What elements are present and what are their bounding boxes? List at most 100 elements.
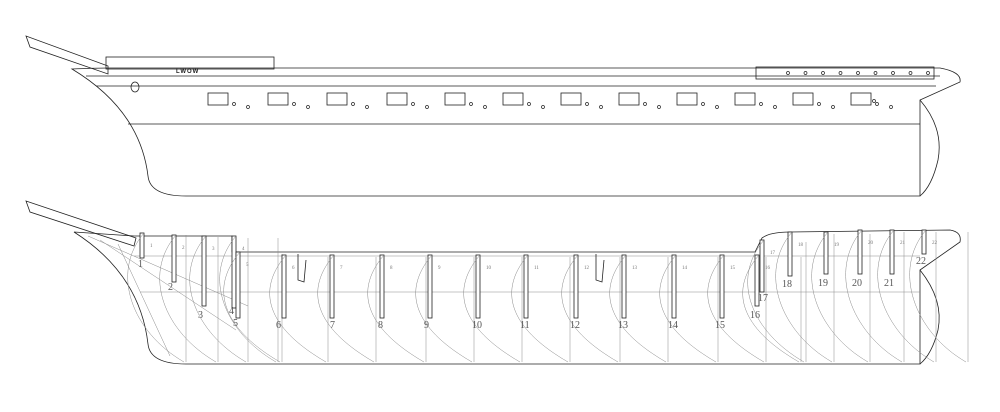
port-bolt bbox=[715, 105, 719, 109]
frame-section-curve bbox=[659, 254, 717, 363]
frame-stanchion bbox=[857, 229, 863, 275]
station-number: 21 bbox=[884, 278, 894, 289]
gun-port bbox=[792, 92, 814, 106]
poop-window bbox=[908, 71, 913, 75]
port-bolt bbox=[585, 102, 589, 106]
frame-section-curve bbox=[775, 231, 833, 363]
port-bolt bbox=[425, 105, 429, 109]
station-number: 5 bbox=[233, 318, 238, 329]
frame-stanchion bbox=[171, 234, 177, 283]
port-bolt bbox=[817, 102, 821, 106]
station-minor-label: 8 bbox=[390, 266, 393, 271]
station-minor-label: 21 bbox=[900, 241, 906, 246]
port-bolt bbox=[351, 102, 355, 106]
profile-hull bbox=[70, 67, 961, 197]
gun-port bbox=[207, 92, 229, 106]
port-bolt bbox=[469, 102, 473, 106]
poop-window bbox=[856, 71, 860, 75]
port-bolt bbox=[889, 105, 893, 109]
port-bolt bbox=[306, 105, 310, 109]
station-number: 12 bbox=[570, 320, 580, 331]
frame-section-curve bbox=[707, 254, 765, 363]
gun-port bbox=[502, 92, 524, 106]
profile-forecastle bbox=[105, 56, 275, 70]
station-minor-label: 12 bbox=[584, 266, 590, 271]
station-number: 11 bbox=[520, 320, 530, 331]
frame-stanchion bbox=[754, 254, 760, 307]
frame-stanchion bbox=[427, 254, 433, 319]
station-number: 22 bbox=[916, 256, 926, 267]
frame-stanchion bbox=[719, 254, 725, 319]
station-minor-label: 11 bbox=[534, 266, 539, 271]
station-number: 4 bbox=[229, 306, 234, 317]
frame-stanchion bbox=[139, 232, 145, 259]
gun-port bbox=[618, 92, 640, 106]
frame-section-curve bbox=[189, 235, 247, 363]
frame-stanchion bbox=[523, 254, 529, 319]
station-minor-label: 7 bbox=[340, 266, 343, 271]
poop-window bbox=[873, 71, 878, 75]
gun-port bbox=[444, 92, 466, 106]
gun-port bbox=[734, 92, 756, 106]
port-bolt bbox=[599, 105, 603, 109]
station-number: 16 bbox=[750, 310, 760, 321]
gun-port bbox=[267, 92, 289, 106]
station-number: 9 bbox=[424, 320, 429, 331]
frame-section-curve bbox=[269, 254, 327, 363]
frame-section-curve bbox=[742, 254, 800, 363]
frame-section-curve bbox=[561, 254, 619, 363]
port-bolt bbox=[875, 102, 879, 106]
port-bolt bbox=[411, 102, 415, 106]
port-bolt bbox=[483, 105, 487, 109]
profile-view: LWOW bbox=[25, 35, 961, 197]
frame-section-curve bbox=[845, 229, 903, 363]
frame-stanchion bbox=[329, 254, 335, 319]
station-minor-label: 22 bbox=[932, 241, 938, 246]
poop-window bbox=[786, 71, 790, 75]
deck-notch bbox=[595, 254, 605, 283]
station-minor-label: 3 bbox=[212, 247, 215, 252]
frame-stanchion bbox=[823, 231, 829, 275]
frame-stanchion bbox=[201, 235, 207, 307]
station-minor-label: 15 bbox=[730, 266, 736, 271]
frame-section-curve bbox=[511, 254, 569, 363]
frame-stanchion bbox=[281, 254, 287, 319]
port-bolt bbox=[232, 102, 236, 106]
station-number: 13 bbox=[618, 320, 628, 331]
station-minor-label: 2 bbox=[182, 246, 185, 251]
poop-window bbox=[838, 71, 843, 75]
station-number: 17 bbox=[758, 293, 768, 304]
station-number: 18 bbox=[782, 279, 792, 290]
port-bolt bbox=[541, 105, 545, 109]
gun-port bbox=[676, 92, 698, 106]
station-number: 1 bbox=[138, 259, 143, 270]
frame-stanchion bbox=[573, 254, 579, 319]
frame-bowsprit bbox=[25, 200, 137, 247]
frame-stanchion bbox=[759, 239, 765, 293]
frame-stanchion bbox=[671, 254, 677, 319]
frame-stern bbox=[919, 269, 940, 365]
gun-port bbox=[560, 92, 582, 106]
station-number: 20 bbox=[852, 278, 862, 289]
poop-window bbox=[821, 71, 825, 75]
station-number: 2 bbox=[168, 282, 173, 293]
frame-stanchion bbox=[379, 254, 385, 319]
port-bolt bbox=[246, 105, 250, 109]
frame-section-curve bbox=[317, 254, 375, 363]
station-number: 19 bbox=[818, 278, 828, 289]
port-bolt bbox=[831, 105, 835, 109]
station-minor-label: 13 bbox=[632, 266, 638, 271]
poop-window bbox=[803, 71, 808, 75]
frame-stanchion bbox=[235, 251, 241, 319]
frame-stanchion bbox=[231, 235, 237, 309]
deck-notch bbox=[297, 254, 307, 283]
station-number: 7 bbox=[330, 320, 335, 331]
station-minor-label: 1 bbox=[150, 244, 153, 249]
profile-stern bbox=[919, 99, 940, 197]
frame-section-curve bbox=[909, 229, 967, 363]
port-bolt bbox=[292, 102, 296, 106]
station-minor-label: 5 bbox=[246, 263, 249, 268]
ship-name: LWOW bbox=[176, 69, 199, 75]
port-bolt bbox=[365, 105, 369, 109]
